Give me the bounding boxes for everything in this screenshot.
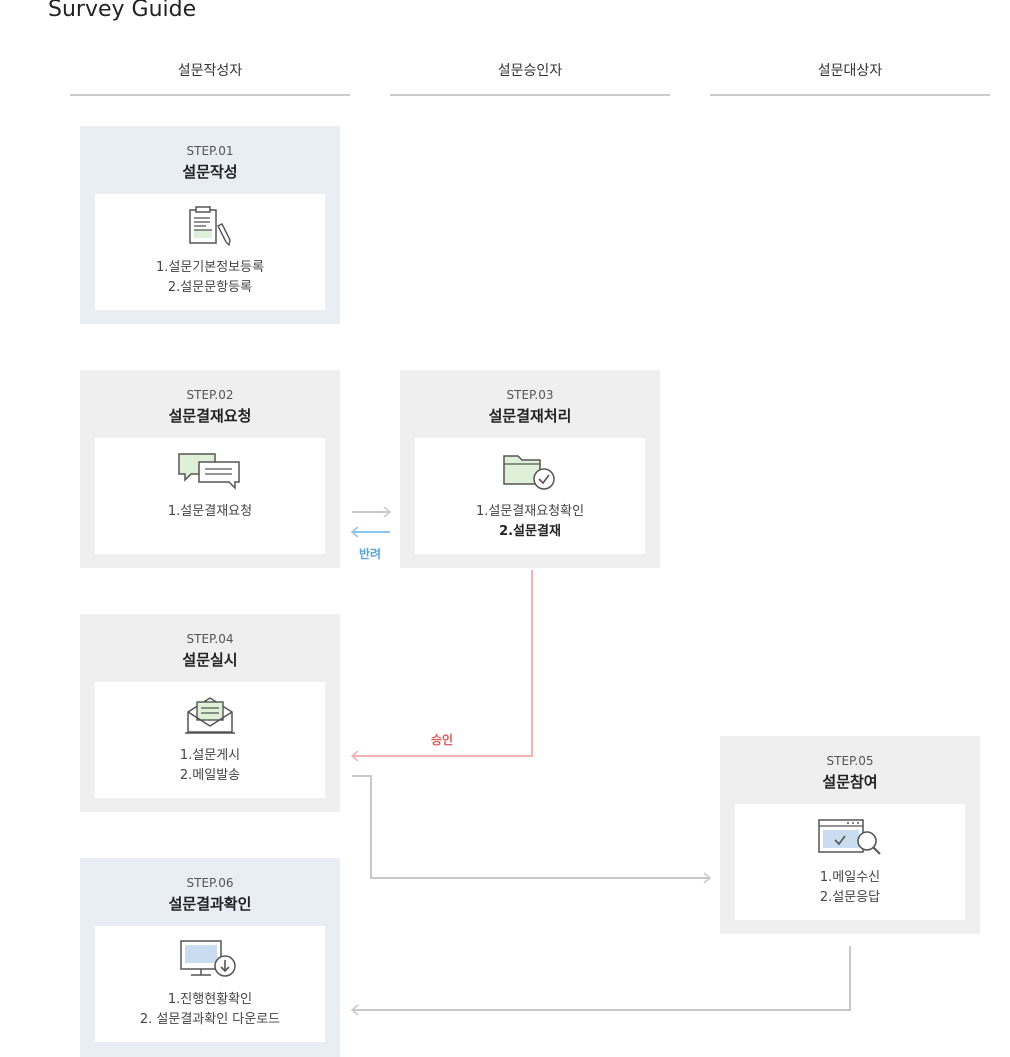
document-edit-icon	[189, 206, 231, 247]
dispatch-arrow	[352, 775, 712, 884]
step-lines: 1.설문기본정보등록 2.설문문항등록	[95, 258, 325, 298]
step-body: 1.메일수신 2.설문응답	[735, 804, 965, 920]
step-06-card: STEP.06 설문결과확인 1.진행현황확인 2. 설문결과확인 다운로드	[80, 858, 340, 1057]
step-title: 설문결재요청	[168, 407, 252, 425]
step-label: STEP.01	[186, 144, 234, 158]
folder-check-icon	[503, 455, 555, 490]
step-label: STEP.05	[826, 754, 874, 768]
step-lines: 1.설문결재요청	[95, 502, 325, 522]
step-body: 1.설문게시 2.메일발송	[95, 682, 325, 798]
step-line: 1.진행현황확인	[167, 992, 253, 1007]
step-label: STEP.02	[186, 388, 234, 402]
step-line: 2.설문문항등록	[167, 280, 253, 295]
step-body: 1.진행현황확인 2. 설문결과확인 다운로드	[95, 926, 325, 1042]
step-label: STEP.04	[186, 632, 234, 646]
step-lines: 1.메일수신 2.설문응답	[735, 868, 965, 908]
step-body: 1.설문결재요청확인 2.설문결재	[415, 438, 645, 554]
chat-bubbles-icon	[178, 453, 240, 490]
step-line: 2.메일발송	[179, 768, 241, 783]
monitor-download-icon	[180, 940, 236, 977]
step-title: 설문작성	[182, 163, 238, 181]
step-label: STEP.06	[186, 876, 234, 890]
step-line: 1.설문결재요청	[167, 504, 253, 519]
step-title: 설문참여	[822, 773, 878, 791]
step-body: 1.설문결재요청	[95, 438, 325, 554]
column-divider-author	[70, 94, 350, 96]
step-line: 1.설문게시	[179, 748, 241, 763]
approve-arrow	[350, 570, 533, 762]
step-lines: 1.설문결재요청확인 2.설문결재	[415, 502, 645, 542]
step-line: 1.설문기본정보등록	[155, 260, 265, 275]
step-title: 설문결과확인	[168, 895, 252, 913]
reject-arrow	[350, 526, 390, 538]
step-title: 설문결재처리	[488, 407, 572, 425]
column-divider-approver	[390, 94, 670, 96]
column-header-target: 설문대상자	[817, 63, 883, 79]
step-03-card: STEP.03 설문결재처리 1.설문결재요청확인 2.설문결재	[400, 370, 660, 568]
step-line: 1.설문결재요청확인	[475, 504, 585, 519]
envelope-open-icon	[185, 697, 235, 734]
reject-label: 반려	[359, 547, 382, 561]
step-line: 2. 설문결과확인 다운로드	[139, 1012, 281, 1027]
step-01-card: STEP.01 설문작성 1.설문기본정보등록 2.설문문항등록	[80, 126, 340, 324]
approve-label: 승인	[431, 733, 454, 747]
page-title: Survey Guide	[48, 0, 197, 22]
step-line: 1.메일수신	[819, 870, 881, 885]
request-arrow	[352, 506, 392, 518]
step-lines: 1.진행현황확인 2. 설문결과확인 다운로드	[95, 990, 325, 1030]
step-title: 설문실시	[182, 651, 238, 669]
step-02-card: STEP.02 설문결재요청 1.설문결재요청	[80, 370, 340, 568]
column-header-approver: 설문승인자	[497, 63, 563, 79]
column-divider-target	[710, 94, 990, 96]
step-04-card: STEP.04 설문실시 1.설문게시 2.메일발송	[80, 614, 340, 812]
step-05-card: STEP.05 설문참여 1.메일수신 2.설문응답	[720, 736, 980, 934]
step-lines: 1.설문게시 2.메일발송	[95, 746, 325, 786]
step-label: STEP.03	[506, 388, 554, 402]
step-body: 1.설문기본정보등록 2.설문문항등록	[95, 194, 325, 310]
step-line-emphasis: 2.설문결재	[499, 524, 561, 539]
column-header-author: 설문작성자	[177, 63, 243, 79]
result-arrow	[350, 946, 851, 1016]
window-search-icon	[818, 819, 881, 855]
step-line: 2.설문응답	[819, 890, 881, 905]
